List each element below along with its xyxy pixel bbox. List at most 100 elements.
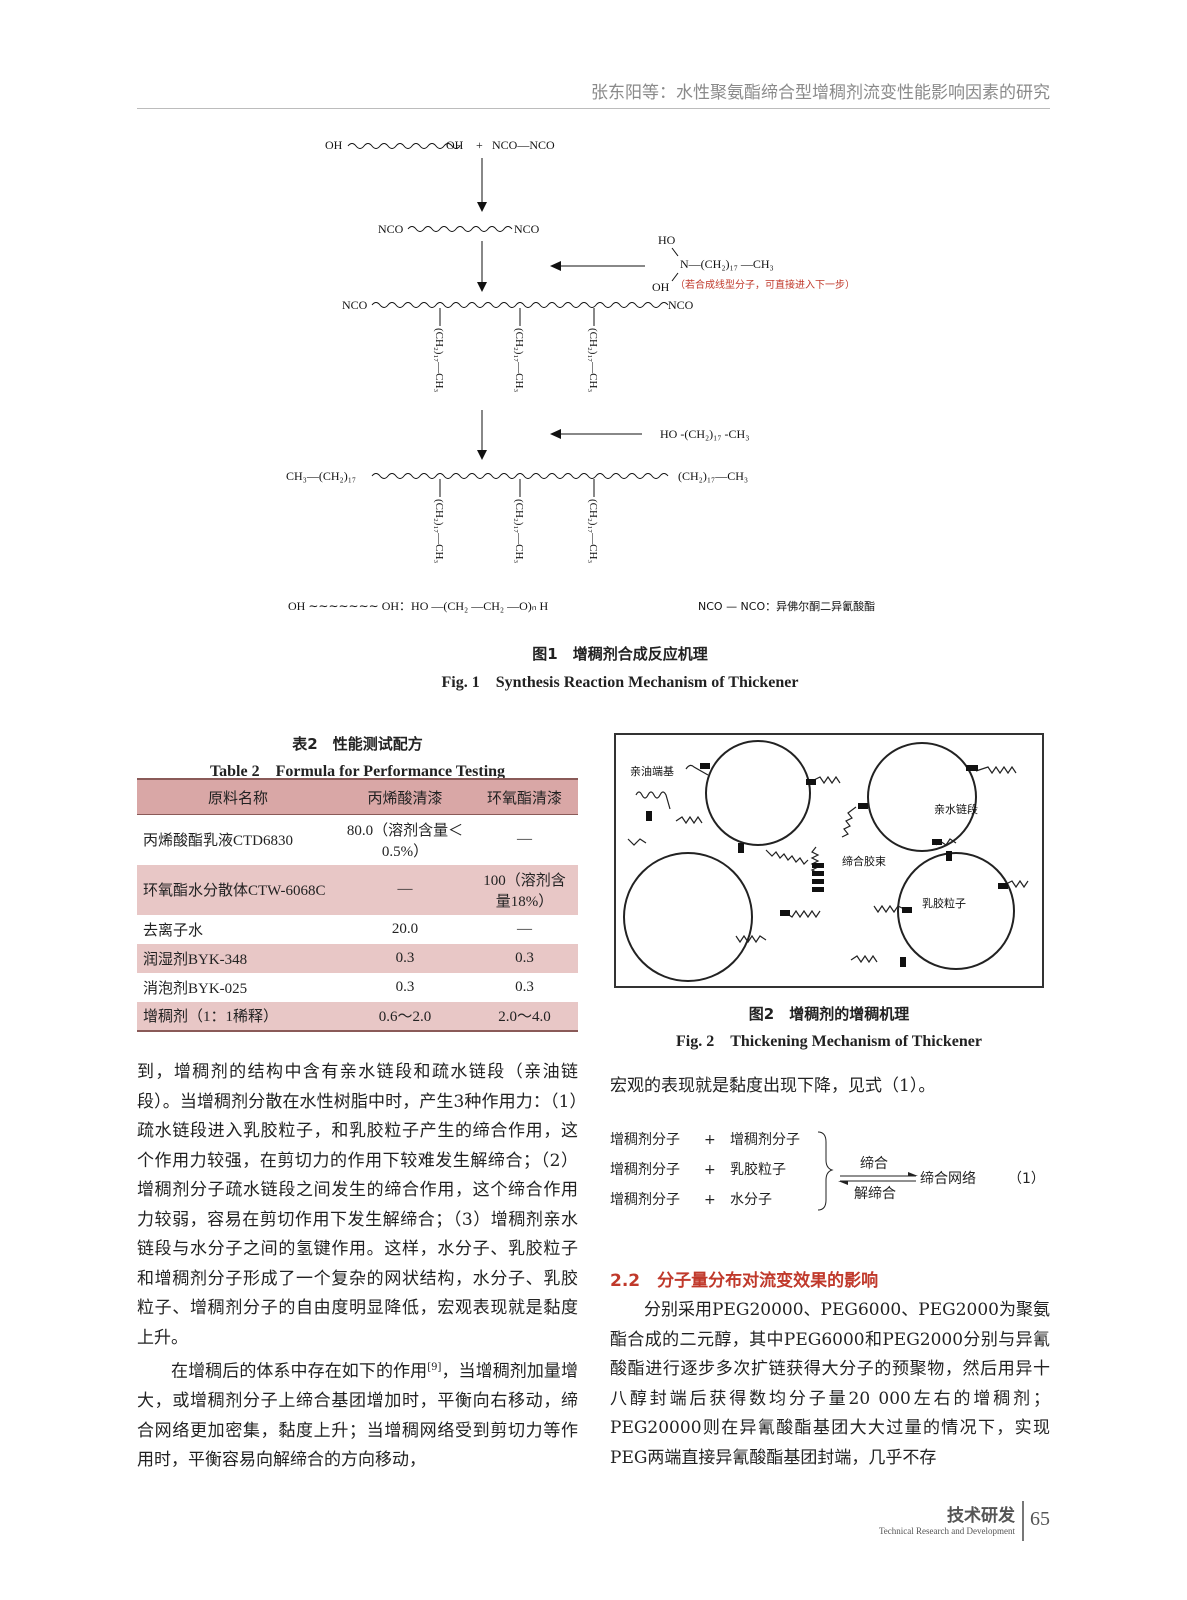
- fig1-amine-oh: OH: [652, 280, 670, 294]
- fig2-chain: [627, 838, 647, 846]
- eq-number: （1）: [1008, 1171, 1045, 1187]
- fig2-latex-particle-4: [897, 852, 1015, 970]
- fig1-legend-right: NCO — NCO：异佛尔酮二异氰酸酯: [698, 599, 875, 613]
- figure-1-svg: OH OH + NCO—NCO NCO NCO HO N—(CH₂)₁₇ —CH…: [286, 138, 875, 613]
- section-heading-2-2: 2.2 分子量分布对流变效果的影响: [610, 1271, 879, 1291]
- table-cell-name: 去离子水: [143, 922, 204, 939]
- fig2-chain: [810, 846, 820, 874]
- table-cell-epoxy: 0.3: [471, 943, 578, 973]
- eq-row1-b: 增稠剂分子: [730, 1132, 800, 1148]
- table-cell-name: 丙烯酸酯乳液CTD6830: [143, 833, 294, 850]
- fig2-chain: [635, 791, 671, 810]
- fig1-amine-ho: HO: [658, 233, 676, 247]
- fig1-prepolymer-left: NCO: [378, 222, 404, 236]
- fig1-arrowhead-2: [477, 282, 487, 292]
- fig2-end-block: [812, 863, 824, 868]
- fig1-chain-wave: [371, 302, 669, 308]
- fig1-nco-nco: NCO—NCO: [492, 138, 555, 152]
- fig2-end-block: [812, 879, 824, 884]
- table-cell-acrylic: 0.6～2.0: [339, 1001, 471, 1032]
- fig2-latex-particle-1: [705, 740, 811, 846]
- fig1-top-oh-right: OH: [446, 138, 464, 152]
- eq-row1-plus: +: [704, 1132, 716, 1148]
- fig1-top-oh-left: OH: [325, 138, 343, 152]
- fig1-pendant-3: (CH₂)₁₇—CH₃: [587, 328, 599, 392]
- fig1-amine-note: （若合成线型分子，可直接进入下一步）: [675, 278, 855, 291]
- fig2-chain: [850, 954, 878, 964]
- fig2-end-block: [900, 957, 906, 967]
- table-cell-epoxy: —: [517, 831, 532, 848]
- eq-forward-label: 缔合: [860, 1155, 888, 1172]
- fig2-latex-particle-2: [867, 742, 977, 852]
- fig2-chain: [873, 904, 907, 914]
- fig2-chains: [627, 764, 1029, 964]
- fig2-label-latex-particle: 乳胶粒子: [922, 896, 966, 910]
- fig1-arrowhead-3: [477, 450, 487, 460]
- fig1-arrowhead-1: [477, 202, 487, 212]
- footer-section-en: Technical Research and Development: [878, 1526, 1015, 1536]
- fig2-label-micelle: 缔合胶束: [842, 854, 886, 868]
- figure-1-caption-cn: 图1 增稠剂合成反应机理: [532, 645, 708, 663]
- table-2-caption-en: Table 2 Formula for Performance Testing: [209, 763, 506, 780]
- fig1-side-arrowhead-2: [550, 429, 561, 439]
- fig2-chain: [785, 909, 821, 919]
- fig1-final-pendant-1: (CH₂)₁₇—CH₃: [433, 499, 445, 563]
- table-cell-name: 环氧酯水分散体CTW-6068C: [137, 864, 339, 915]
- table-cell-epoxy: —: [517, 920, 532, 937]
- fig2-end-block: [998, 883, 1008, 889]
- paragraph: 分别采用PEG20000、PEG6000、PEG2000为聚氨酯合成的二元醇，其…: [610, 1300, 1050, 1468]
- fig2-end-block: [858, 803, 868, 809]
- right-column-intro: 宏观的表现就是黏度出现下降，见式（1）。: [610, 1072, 1050, 1102]
- table-cell-acrylic: —: [339, 864, 471, 915]
- table-cell-name: 润湿剂BYK-348: [137, 943, 339, 973]
- fig1-final-left: CH₃—(CH₂)₁₇: [286, 469, 356, 483]
- eq-brace: [817, 1131, 834, 1211]
- table-cell-name: 消泡剂BYK-025: [143, 980, 248, 997]
- left-column-text: 到，增稠剂的结构中含有亲水链段和疏水链段（亲油链段）。当增稠剂分散在水性树脂中时…: [137, 1058, 578, 1476]
- table-cell-acrylic: 80.0（溶剂含量＜0.5%）: [346, 822, 464, 860]
- fig1-legend-left: OH ∼∼∼∼∼∼∼ OH：HO —(CH₂ —CH₂ —O)ₙ H: [288, 599, 549, 613]
- table-row: 润湿剂BYK-348 0.3 0.3: [137, 943, 578, 973]
- eq-row2-plus: +: [704, 1162, 716, 1178]
- fig1-amine-bond-lower: [671, 272, 679, 282]
- fig1-chain-right: NCO: [668, 298, 694, 312]
- eq-row3-b: 水分子: [730, 1192, 772, 1208]
- table-cell-epoxy: 2.0～4.0: [471, 1001, 578, 1032]
- eq-row1-a: 增稠剂分子: [610, 1132, 680, 1148]
- fig2-chain: [675, 815, 703, 825]
- paragraph: 到，增稠剂的结构中含有亲水链段和疏水链段（亲油链段）。当增稠剂分散在水性树脂中时…: [137, 1062, 578, 1348]
- figure-1-reaction-scheme: OH OH + NCO—NCO NCO NCO HO N—(CH₂)₁₇ —CH…: [280, 128, 960, 628]
- fig2-chain: [975, 765, 1017, 775]
- fig2-end-block: [902, 907, 912, 913]
- table-header-epoxy: 环氧酯清漆: [471, 778, 578, 815]
- table-2-caption-cn: 表2 性能测试配方: [292, 735, 423, 753]
- fig2-end-block: [806, 779, 816, 785]
- table-header-acrylic: 丙烯酸清漆: [339, 778, 471, 815]
- fig2-lipophilic-ends: [646, 763, 1008, 967]
- fig1-final-pendant-3: (CH₂)₁₇—CH₃: [587, 499, 599, 563]
- fig2-end-block: [966, 765, 978, 771]
- paragraph: 宏观的表现就是黏度出现下降，见式（1）。: [610, 1076, 936, 1096]
- footer-divider: [1022, 1501, 1024, 1541]
- fig1-final-wave: [371, 473, 669, 479]
- fig2-chain: [807, 775, 841, 785]
- table-2: 原料名称 丙烯酸清漆 环氧酯清漆 丙烯酸酯乳液CTD6830 80.0（溶剂含量…: [137, 778, 578, 1032]
- fig1-final-right: (CH₂)₁₇—CH₃: [678, 469, 748, 483]
- fig1-prepolymer-right: NCO: [514, 222, 540, 236]
- fig2-end-block: [700, 763, 710, 769]
- citation: [9]: [427, 1362, 442, 1373]
- fig2-end-block: [812, 887, 824, 892]
- table-cell-epoxy: 0.3: [515, 978, 534, 995]
- running-head: 张东阳等：水性聚氨酯缔合型增稠剂流变性能影响因素的研究: [137, 80, 1050, 109]
- eq-product: 缔合网络: [920, 1170, 976, 1187]
- fig2-chain: [765, 849, 809, 865]
- fig1-prepolymer-wave: [407, 226, 513, 232]
- equation-1: 增稠剂分子 + 增稠剂分子 增稠剂分子 + 乳胶粒子 增稠剂分子 + 水分子 缔…: [610, 1128, 1050, 1218]
- eq-row2-b: 乳胶粒子: [730, 1161, 786, 1178]
- eq-row3-a: 增稠剂分子: [610, 1192, 680, 1208]
- eq-row2-a: 增稠剂分子: [610, 1162, 680, 1178]
- figure-2-caption-en: Fig. 2 Thickening Mechanism of Thickener: [676, 1033, 982, 1050]
- fig1-peg-wave-top: [347, 143, 461, 149]
- figure-2-thickening-mechanism: 亲油端基 亲水链段 缔合胶束 乳胶粒子: [614, 733, 1044, 988]
- table-header-row: 原料名称 丙烯酸清漆 环氧酯清漆: [137, 778, 578, 815]
